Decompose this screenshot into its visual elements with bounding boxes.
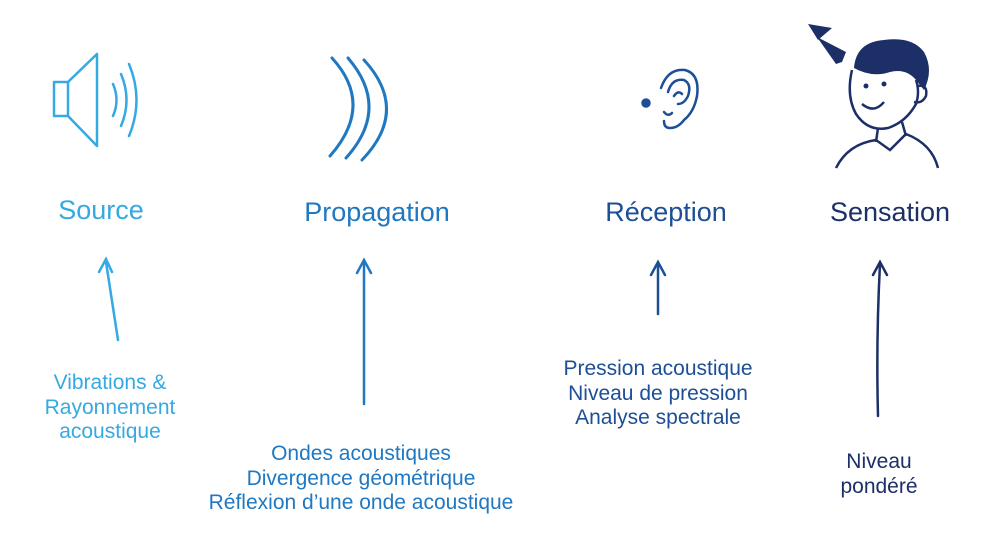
arrow-source: [97, 256, 120, 342]
reception-line-3: Analyse spectrale: [575, 406, 741, 429]
source-description: Vibrations & Rayonnement acoustique: [45, 371, 176, 445]
reception-title: Réception: [605, 197, 727, 227]
propagation-line-3: Réflexion d’une onde acoustique: [208, 491, 514, 514]
arrow-sensation: [871, 259, 889, 418]
reception-line-1: Pression acoustique: [563, 357, 753, 380]
arrow-propagation: [355, 257, 373, 406]
propagation-line-2: Divergence géométrique: [246, 466, 476, 490]
source-line-2: Rayonnement: [44, 395, 176, 419]
sensation-title: Sensation: [829, 197, 951, 227]
reception-line-2: Niveau de pression: [568, 381, 748, 405]
sound-waves-icon: [328, 56, 388, 162]
ear-icon: [641, 68, 699, 130]
loudspeaker-icon: [52, 52, 138, 148]
sensation-line-1: Niveau: [846, 450, 912, 473]
source-line-1: Vibrations &: [53, 371, 167, 394]
propagation-description: Ondes acoustiques Divergence géométrique…: [209, 442, 514, 516]
propagation-line-1: Ondes acoustiques: [271, 442, 451, 465]
propagation-title: Propagation: [304, 197, 450, 227]
source-line-3: acoustique: [59, 420, 161, 443]
arrow-reception: [649, 259, 667, 316]
sensation-description: Niveau pondéré: [840, 450, 917, 499]
sensation-line-2: pondéré: [840, 474, 918, 498]
source-title: Source: [58, 195, 144, 225]
smiling-person-icon: [808, 24, 940, 169]
reception-description: Pression acoustique Niveau de pression A…: [563, 357, 752, 431]
